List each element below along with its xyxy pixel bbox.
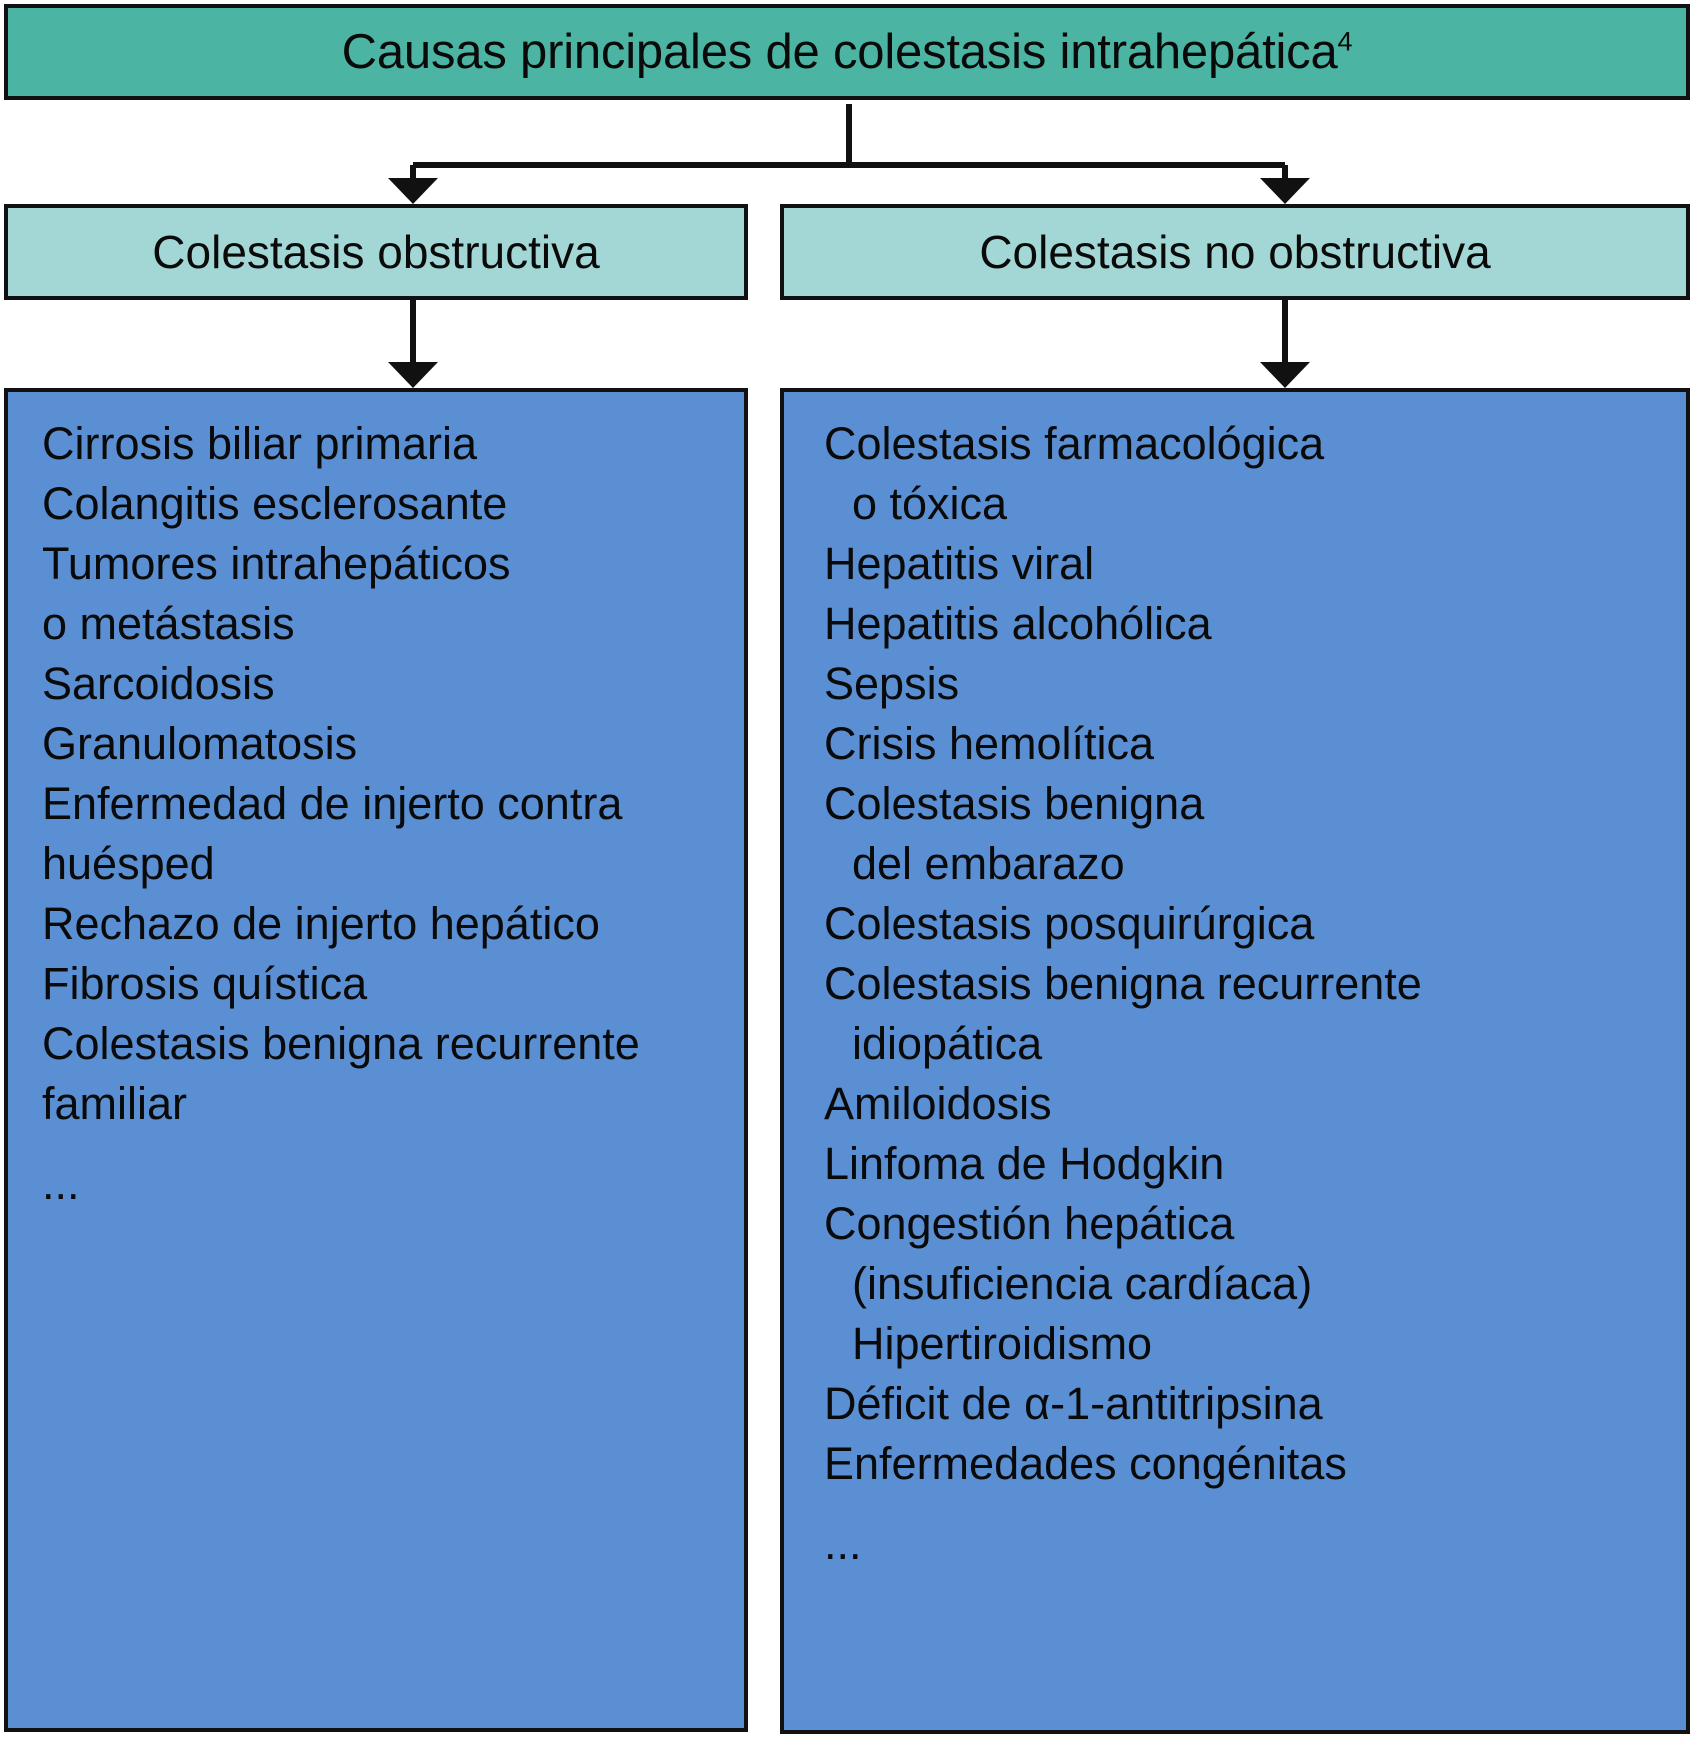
list-item: Cirrosis biliar primaria xyxy=(42,418,478,469)
list-item: familiar xyxy=(42,1078,188,1129)
category-label-obstructive: Colestasis obstructiva xyxy=(152,226,600,278)
list-item: (insuficiencia cardíaca) xyxy=(852,1258,1313,1309)
title-superscript: 4 xyxy=(1337,26,1353,57)
list-item: Déficit de α-1-antitripsina xyxy=(824,1378,1323,1429)
list-item: Sarcoidosis xyxy=(42,658,275,709)
category-label-non-obstructive: Colestasis no obstructiva xyxy=(979,226,1491,278)
list-item: idiopática xyxy=(852,1018,1043,1069)
list-item: Granulomatosis xyxy=(42,718,358,769)
list-item: Tumores intrahepáticos xyxy=(42,538,511,589)
list-item: Colestasis posquirúrgica xyxy=(824,898,1315,949)
list-item: Enfermedad de injerto contra xyxy=(42,778,623,829)
list-item: Colestasis farmacológica xyxy=(824,418,1325,469)
list-item: Fibrosis quística xyxy=(42,958,368,1009)
list-item: Sepsis xyxy=(824,658,960,709)
title-box: Causas principales de colestasis intrahe… xyxy=(4,4,1690,100)
list-item-ellipsis: ... xyxy=(824,1518,862,1569)
title-main-text: Causas principales de colestasis intrahe… xyxy=(341,25,1338,79)
list-item: Colestasis benigna recurrente xyxy=(42,1018,640,1069)
list-item: Congestión hepática xyxy=(824,1198,1235,1249)
category-box-obstructive: Colestasis obstructiva xyxy=(4,204,748,300)
list-item: Enfermedades congénitas xyxy=(824,1438,1347,1489)
list-item: Colestasis benigna recurrente xyxy=(824,958,1422,1009)
page-title: Causas principales de colestasis intrahe… xyxy=(342,24,1353,80)
list-item: Linfoma de Hodgkin xyxy=(824,1138,1225,1189)
list-item: o metástasis xyxy=(42,598,295,649)
list-item: del embarazo xyxy=(852,838,1125,889)
list-item: Hipertiroidismo xyxy=(852,1318,1153,1369)
list-item: Crisis hemolítica xyxy=(824,718,1155,769)
category-box-non-obstructive: Colestasis no obstructiva xyxy=(780,204,1690,300)
list-item-ellipsis: ... xyxy=(42,1158,80,1209)
list-item: Colangitis esclerosante xyxy=(42,478,508,529)
list-item: huésped xyxy=(42,838,215,889)
list-item: Amiloidosis xyxy=(824,1078,1052,1129)
list-item: o tóxica xyxy=(852,478,1008,529)
list-item: Colestasis benigna xyxy=(824,778,1205,829)
list-item: Rechazo de injerto hepático xyxy=(42,898,600,949)
list-item: Hepatitis alcohólica xyxy=(824,598,1212,649)
list-item: Hepatitis viral xyxy=(824,538,1095,589)
